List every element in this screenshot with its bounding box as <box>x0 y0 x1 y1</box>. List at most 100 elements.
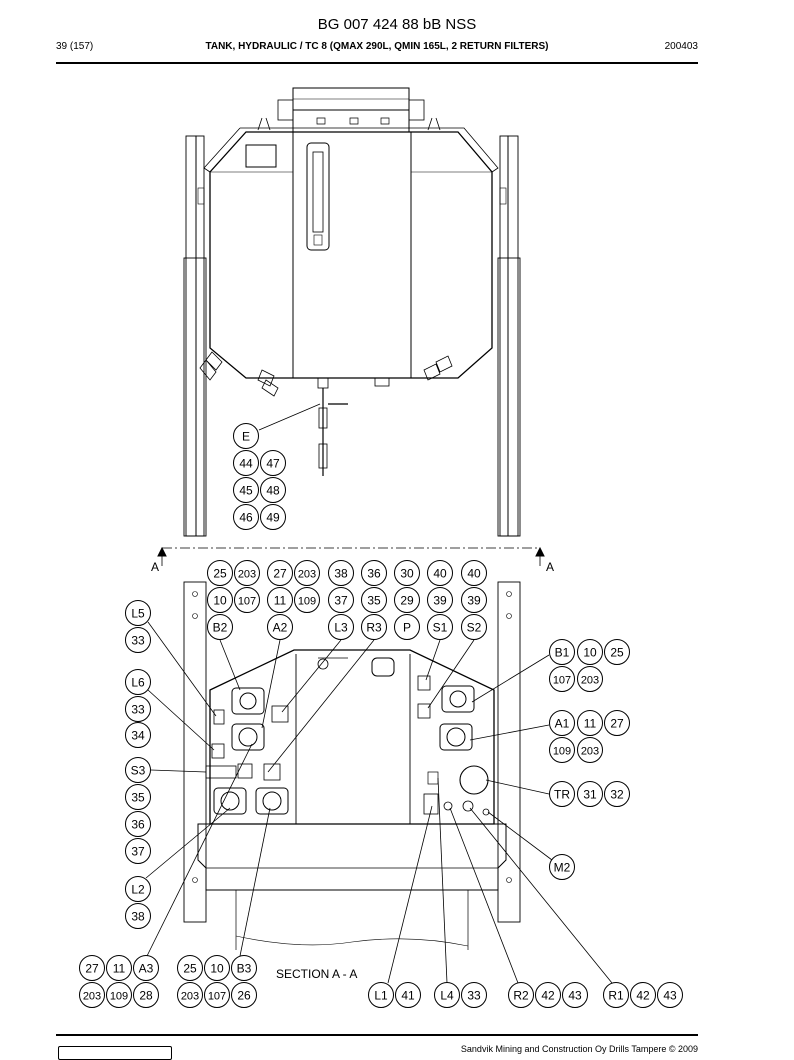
callout-circle <box>125 838 151 864</box>
callout-circle <box>260 477 286 503</box>
callout-9: 27 <box>267 560 293 586</box>
leader-lines <box>145 621 613 984</box>
callout-58: 11 <box>106 955 132 981</box>
callout-label: R2 <box>513 989 529 1003</box>
callout-30: S1 <box>427 614 453 640</box>
callout-60: 203 <box>79 982 105 1008</box>
callout-14: 40 <box>427 560 453 586</box>
header-rule <box>56 62 698 64</box>
callout-circle <box>125 600 151 626</box>
callout-circle <box>368 982 394 1008</box>
section-cut-line <box>157 546 545 566</box>
callout-circle <box>231 955 257 981</box>
callout-41: L2 <box>125 876 151 902</box>
callout-4: 48 <box>260 477 286 503</box>
callout-label: 10 <box>583 646 597 660</box>
callout-16: 10 <box>207 587 233 613</box>
callout-38: 35 <box>125 784 151 810</box>
callout-20: 37 <box>328 587 354 613</box>
callout-label: L3 <box>334 621 348 635</box>
callout-circle <box>361 614 387 640</box>
callout-label: 203 <box>181 991 199 1003</box>
callout-circle <box>260 504 286 530</box>
callout-circle <box>106 955 132 981</box>
callout-circle <box>427 587 453 613</box>
callout-circle <box>328 614 354 640</box>
callout-label: S2 <box>467 621 482 635</box>
callout-circle <box>630 982 656 1008</box>
callout-65: B3 <box>231 955 257 981</box>
tank-section-view <box>183 581 521 950</box>
callout-label: 25 <box>183 962 197 976</box>
callout-circle <box>125 876 151 902</box>
callout-label: 40 <box>433 567 447 581</box>
callout-66: 203 <box>177 982 203 1008</box>
callout-label: P <box>403 621 411 635</box>
callout-circle <box>125 627 151 653</box>
callout-label: R1 <box>608 989 624 1003</box>
callout-0: E <box>233 423 259 449</box>
callout-2: 47 <box>260 450 286 476</box>
section-mark-right: A <box>546 560 554 574</box>
callout-label: 46 <box>239 511 253 525</box>
callout-label: 36 <box>367 567 381 581</box>
callout-circle <box>549 710 575 736</box>
callout-circle <box>207 587 233 613</box>
callout-circle <box>577 666 603 692</box>
callout-label: 40 <box>467 567 481 581</box>
callout-circle <box>604 781 630 807</box>
callout-label: 27 <box>85 962 99 976</box>
callout-label: 35 <box>131 791 145 805</box>
callout-40: 37 <box>125 838 151 864</box>
callout-8: 203 <box>234 560 260 586</box>
callout-circle <box>461 587 487 613</box>
callout-35: 33 <box>125 696 151 722</box>
callout-49: 11 <box>577 710 603 736</box>
callout-label: B2 <box>213 621 228 635</box>
callout-52: 203 <box>577 737 603 763</box>
callout-circle <box>233 450 259 476</box>
callout-label: 37 <box>334 594 348 608</box>
callout-circle <box>361 560 387 586</box>
document-title: BG 007 424 88 bB NSS <box>317 16 477 33</box>
callout-label: L4 <box>440 989 454 1003</box>
callout-36: 34 <box>125 722 151 748</box>
callout-label: 109 <box>110 991 128 1003</box>
callout-label: 39 <box>433 594 447 608</box>
callout-51: 109 <box>549 737 575 763</box>
callout-circle <box>394 587 420 613</box>
callout-label: 38 <box>131 910 145 924</box>
callout-circle <box>207 614 233 640</box>
callout-label: B3 <box>237 962 252 976</box>
callout-label: 11 <box>274 594 287 608</box>
callout-11: 38 <box>328 560 354 586</box>
callout-label: S3 <box>131 764 146 778</box>
callout-label: 43 <box>663 989 677 1003</box>
callout-71: L4 <box>434 982 460 1008</box>
callout-circle <box>549 854 575 880</box>
callout-circle <box>125 811 151 837</box>
callout-23: 39 <box>427 587 453 613</box>
callout-circle <box>106 982 132 1008</box>
callout-label: 38 <box>334 567 348 581</box>
callout-circle <box>604 639 630 665</box>
callout-circle <box>294 560 320 586</box>
callout-circle <box>204 955 230 981</box>
callout-44: 10 <box>577 639 603 665</box>
tank-front-view <box>183 87 521 537</box>
callout-label: 27 <box>610 717 624 731</box>
callout-78: 43 <box>657 982 683 1008</box>
callout-47: 203 <box>577 666 603 692</box>
callout-label: 37 <box>131 845 145 859</box>
callout-label: L6 <box>131 676 145 690</box>
callout-label: 203 <box>581 675 599 687</box>
callout-26: A2 <box>267 614 293 640</box>
callout-61: 109 <box>106 982 132 1008</box>
callout-62: 28 <box>133 982 159 1008</box>
callout-circle <box>549 737 575 763</box>
callout-label: L5 <box>131 607 145 621</box>
callout-label: 42 <box>636 989 650 1003</box>
callout-70: 41 <box>395 982 421 1008</box>
callout-12: 36 <box>361 560 387 586</box>
